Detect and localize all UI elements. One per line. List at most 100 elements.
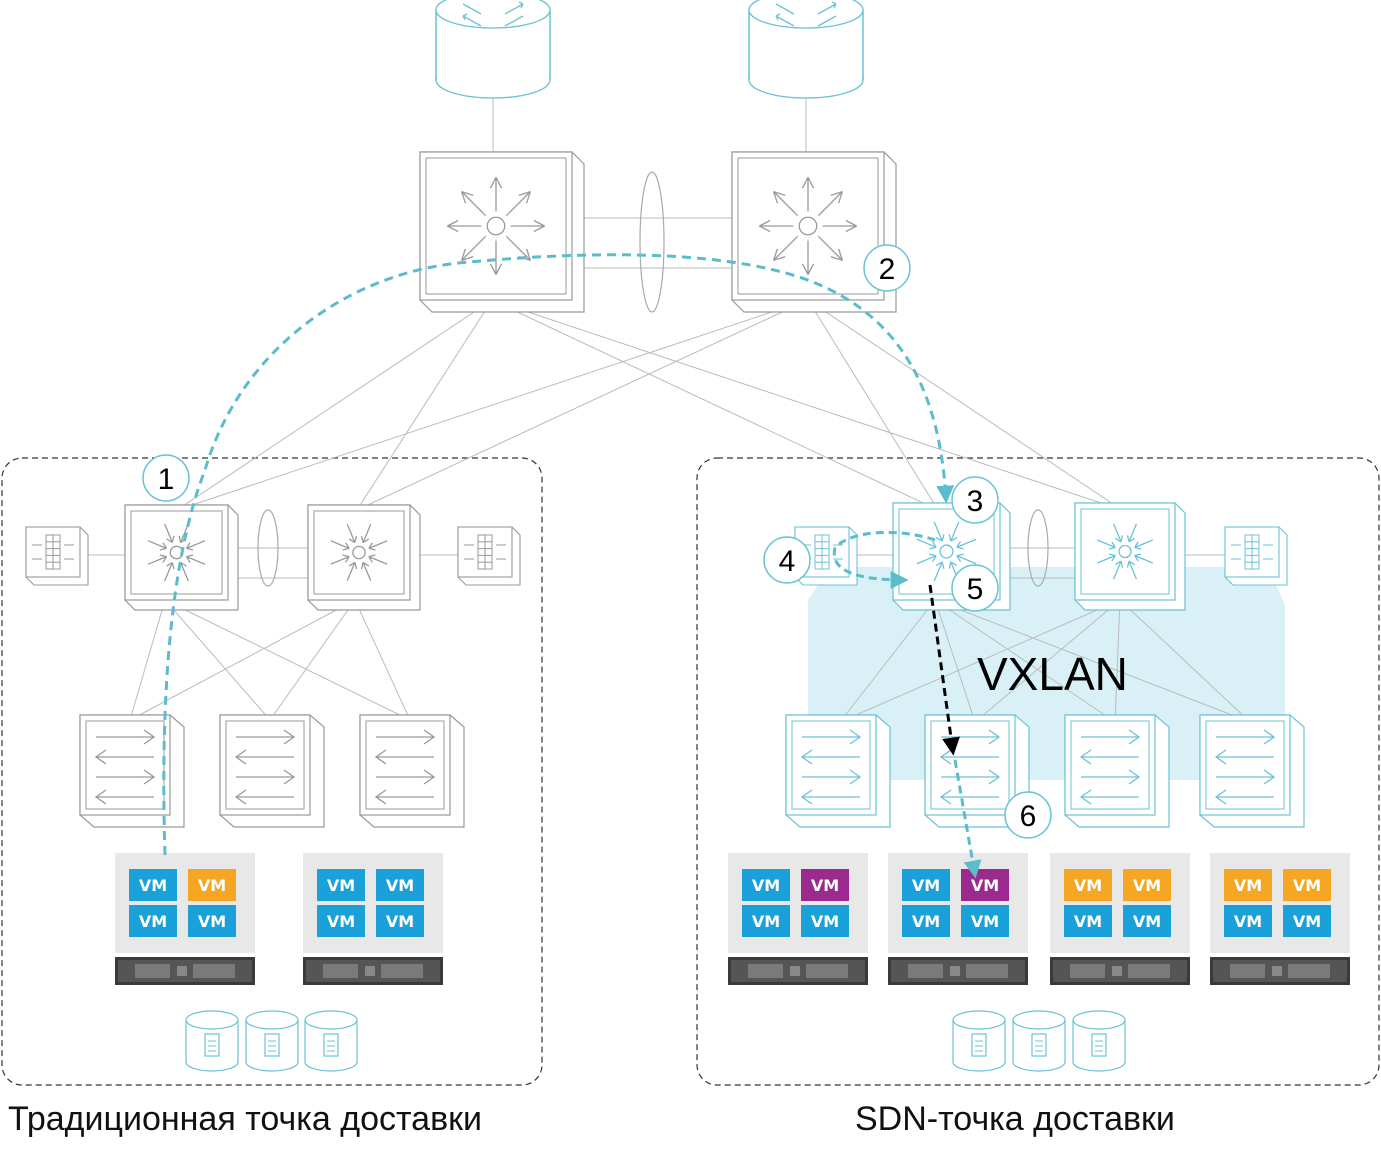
vm-label: VM: [386, 912, 414, 931]
access-switch-left-a: [79, 714, 185, 828]
pod-left-boundary: [1, 457, 543, 1086]
vm-tile: VM: [902, 869, 950, 901]
network-link: [1114, 599, 1121, 723]
vm-tile: VM: [902, 905, 950, 937]
core-switch-right: [731, 151, 897, 313]
vm-label: VM: [327, 876, 355, 895]
aggregation-switch-left-a: [124, 504, 239, 611]
vm-label: VM: [327, 912, 355, 931]
aggregation-switch-icon: [1097, 523, 1153, 580]
network-link: [934, 599, 976, 723]
network-link: [934, 599, 1116, 723]
access-switch-icon: [374, 729, 436, 805]
storage-icon: [1012, 1010, 1066, 1072]
firewall-icon: [32, 534, 74, 570]
step-number: 4: [779, 545, 796, 578]
vm-label: VM: [139, 876, 167, 895]
firewall-left-b: [457, 526, 521, 586]
aggregation-switch-left-b: [307, 504, 421, 611]
server-right: VM VM VM VM: [1210, 853, 1350, 985]
step-marker-2: 2: [863, 244, 911, 292]
vm-label: VM: [1133, 912, 1161, 931]
vm-tile: VM: [1123, 905, 1171, 937]
vm-label: VM: [1234, 912, 1262, 931]
storage-icon: [952, 1010, 1006, 1072]
server-icon: [303, 957, 443, 985]
firewall-icon: [801, 534, 843, 570]
server-left: VM VM VM VM: [115, 853, 255, 985]
step-number: 3: [967, 485, 984, 518]
firewall-left-a: [25, 526, 89, 586]
vm-tile: VM: [961, 869, 1009, 901]
storage-group: [185, 1010, 1126, 1072]
server-right: VM VM VM VM: [888, 853, 1028, 985]
vm-tile: VM: [376, 905, 424, 937]
vm-tile: VM: [742, 869, 790, 901]
access-switch-icon: [94, 729, 156, 805]
port-channel-ellipse: [639, 171, 665, 313]
access-switch-icon: [234, 729, 296, 805]
step-number: 6: [1020, 800, 1037, 833]
core-router-right: [748, 0, 864, 99]
step-number: 2: [879, 253, 896, 286]
access-switch-left-c: [359, 714, 465, 828]
core-switch-icon: [447, 177, 545, 275]
network-link: [839, 599, 936, 723]
port-channel-ellipse: [257, 509, 279, 587]
vm-label: VM: [1234, 876, 1262, 895]
vm-tile: VM: [188, 905, 236, 937]
pod-title-traditional: Традиционная точка доставки: [8, 1100, 483, 1138]
server-icon: [888, 957, 1028, 985]
aggregation-switch-icon: [147, 523, 206, 582]
flow-path-firewall-loop: [832, 531, 936, 589]
network-link: [129, 599, 166, 721]
storage-icon: [1072, 1010, 1126, 1072]
step-marker-3: 3: [951, 476, 999, 524]
core-switch-icon: [759, 177, 857, 275]
vm-tile: VM: [1283, 905, 1331, 937]
network-link: [491, 299, 939, 511]
network-link: [974, 599, 1121, 723]
vm-label: VM: [198, 876, 226, 895]
vm-label: VM: [386, 876, 414, 895]
network-link: [176, 299, 809, 511]
server-icon: [1050, 957, 1190, 985]
storage-icon: [185, 1010, 239, 1072]
aggregation-switch-icon: [330, 523, 388, 582]
vm-tile: VM: [1224, 869, 1272, 901]
network-link: [269, 599, 356, 721]
vm-label: VM: [971, 912, 999, 931]
network-link: [354, 599, 411, 721]
vm-label: VM: [198, 912, 226, 931]
vm-label: VM: [1293, 912, 1321, 931]
firewall-right-b: [1224, 526, 1288, 586]
vm-label: VM: [1074, 912, 1102, 931]
vm-label: VM: [1074, 876, 1102, 895]
network-link: [807, 299, 939, 511]
network-link: [1119, 599, 1251, 723]
core-switch-left: [419, 151, 585, 313]
network-link: [176, 299, 493, 511]
vm-label: VM: [1293, 876, 1321, 895]
access-switch-right-d: [1199, 714, 1305, 828]
network-link: [491, 299, 1123, 511]
access-switch-icon: [1079, 729, 1141, 805]
step-number: 5: [967, 573, 984, 606]
firewall-icon: [1231, 534, 1273, 570]
vm-label: VM: [139, 912, 167, 931]
pod-title-sdn: SDN-точка доставки: [855, 1100, 1175, 1138]
vm-tile: VM: [1064, 869, 1112, 901]
vm-tile: VM: [376, 869, 424, 901]
vm-tile: VM: [1224, 905, 1272, 937]
vm-tile: VM: [801, 905, 849, 937]
step-marker-5: 5: [951, 564, 999, 612]
network-link: [356, 299, 493, 511]
network-link: [807, 299, 1123, 511]
access-switch-right-a: [785, 714, 891, 828]
network-link: [934, 599, 1251, 723]
